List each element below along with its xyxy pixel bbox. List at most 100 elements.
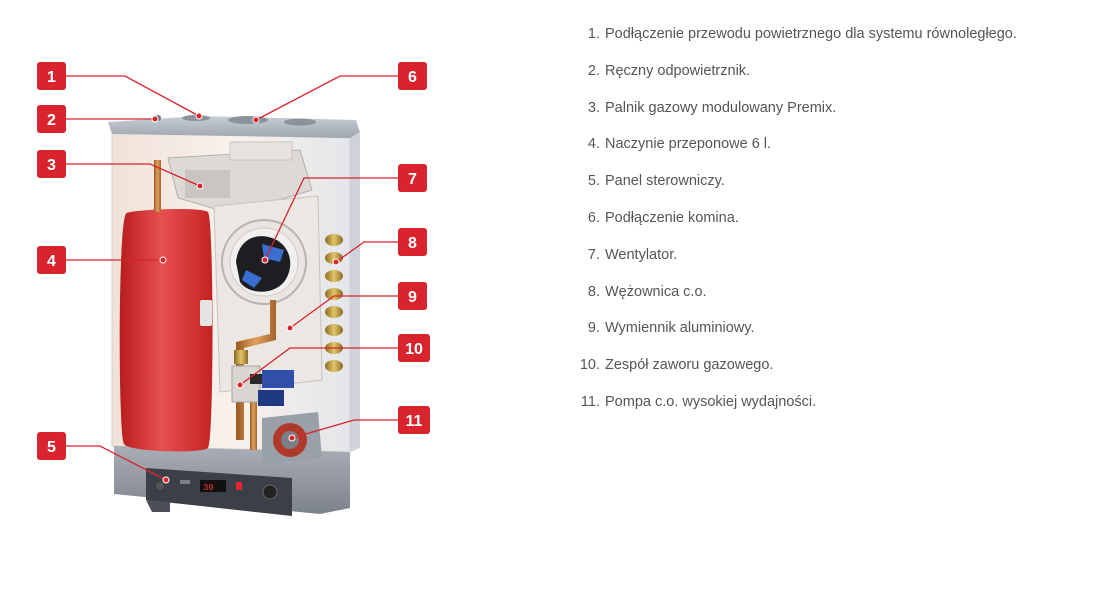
panel-button (236, 482, 242, 490)
callout-10: 10 (398, 334, 430, 362)
parts-legend: 1. Podłączenie przewodu powietrznego dla … (560, 22, 1017, 427)
legend-item-text: Pompa c.o. wysokiej wydajności. (605, 393, 817, 410)
callout-5-number: 5 (47, 439, 56, 456)
legend-item-number: 11. (580, 393, 600, 410)
leader-8 (335, 241, 398, 263)
dot-4 (159, 256, 167, 264)
legend-item-text: Wentylator. (605, 246, 678, 263)
legend-item-number: 7. (587, 246, 600, 263)
heating-coil (325, 234, 343, 372)
callout-9-number: 9 (408, 289, 417, 306)
legend-item: 3.Palnik gazowy modulowany Premix. (560, 96, 1017, 133)
dot-1 (195, 112, 203, 120)
leader-3 (66, 163, 201, 187)
dot-10 (236, 381, 244, 389)
callout-6: 6 (398, 62, 427, 90)
brass-fitting (234, 350, 248, 364)
legend-item-number: 2. (587, 62, 600, 79)
legend-item: 5. Panel sterowniczy. (560, 169, 1017, 206)
leader-1 (66, 75, 200, 117)
legend-item-text: Palnik gazowy modulowany Premix. (605, 99, 837, 116)
callout-6-number: 6 (408, 69, 417, 86)
legend-item-number: 1. (587, 26, 600, 42)
boiler-illustration: 30 (108, 115, 360, 516)
legend-item: 10. Zespół zaworu gazowego. (560, 353, 1017, 390)
callout-3-number: 3 (47, 157, 56, 174)
legend-item: 1. Podłączenie przewodu powietrznego dla … (560, 22, 1017, 59)
legend-item: 11. Pompa c.o. wysokiej wydajności. (560, 390, 1017, 427)
panel-button (180, 480, 190, 484)
callout-8-number: 8 (408, 235, 417, 252)
display-digits: 30 (203, 483, 214, 493)
legend-item: 6. Podłączenie komina. (560, 206, 1017, 243)
copper-pipe (154, 160, 161, 212)
legend-item-text: Zespół zaworu gazowego. (605, 357, 774, 374)
dot-9 (286, 324, 294, 332)
callout-2: 2 (37, 105, 66, 133)
legend-item-text: Ręczny odpowietrznik. (605, 62, 751, 79)
legend-item: 4. Naczynie przeponowe 6 l. (560, 132, 1017, 169)
callout-11: 11 (398, 406, 430, 434)
dot-8 (332, 258, 340, 266)
callout-9: 9 (398, 282, 427, 310)
legend-item: 9. Wymiennik aluminiowy. (560, 316, 1017, 353)
gas-valve-connector (250, 374, 262, 384)
port-3 (284, 118, 316, 126)
leader-9 (289, 295, 398, 329)
gas-valve-coil (262, 370, 294, 388)
dot-11 (288, 434, 296, 442)
boiler-cutaway-diagram: 30 1 (37, 62, 430, 516)
panel-foot (146, 500, 170, 512)
tank-valve (200, 300, 212, 326)
callout-1: 1 (37, 62, 66, 90)
legend-item-number: 8. (587, 283, 600, 300)
legend-item-number: 10. (579, 357, 600, 374)
callout-1-number: 1 (47, 69, 56, 86)
gas-valve-coil (258, 390, 284, 406)
leader-7 (264, 177, 398, 261)
legend-item-number: 9. (587, 320, 600, 337)
legend-item: 8. Wężownica c.o. (560, 280, 1017, 317)
legend-item-text: Naczynie przeponowe 6 l. (605, 136, 772, 153)
leader-5 (66, 445, 167, 481)
callout-7: 7 (398, 164, 427, 192)
dot-2 (151, 115, 159, 123)
legend-item: 7. Wentylator. (560, 243, 1017, 280)
callout-7-number: 7 (408, 171, 417, 188)
legend-item-text: Wężownica c.o. (605, 283, 707, 300)
leader-11 (291, 419, 398, 439)
expansion-tank (119, 208, 213, 452)
legend-item-text: Wymiennik aluminiowy. (605, 320, 755, 337)
burner-block (185, 170, 230, 198)
callout-10-number: 10 (405, 341, 423, 358)
copper-pipe (250, 388, 257, 450)
fan-blade (262, 244, 284, 262)
callout-4-number: 4 (47, 253, 56, 270)
callout-8: 8 (398, 228, 427, 256)
leader-6 (255, 75, 398, 121)
dot-3 (196, 182, 204, 190)
leader-10 (239, 347, 398, 386)
leader-lines (66, 75, 398, 484)
callout-3: 3 (37, 150, 66, 178)
callout-badges: 1 2 3 4 5 6 7 8 (37, 62, 430, 460)
top-bracket (229, 141, 293, 161)
legend-item-number: 6. (587, 209, 600, 226)
legend-item-number: 4. (587, 136, 600, 153)
dot-5 (162, 476, 170, 484)
legend-item: 2. Ręczny odpowietrznik. (560, 59, 1017, 96)
legend-item-number: 5. (587, 173, 600, 190)
legend-item-text: Podłączenie komina. (605, 209, 739, 226)
air-inlet-port (182, 115, 210, 121)
callout-2-number: 2 (47, 112, 56, 129)
control-knob (262, 484, 278, 500)
callout-5: 5 (37, 432, 66, 460)
callout-4: 4 (37, 246, 66, 274)
legend-item-text: Podłączenie przewodu powietrznego dla sy… (605, 26, 1017, 42)
dot-6 (252, 116, 260, 124)
legend-item-text: Panel sterowniczy. (605, 173, 725, 190)
fan-blade (242, 270, 262, 288)
dot-7 (261, 256, 269, 264)
boiler-side-panel (350, 132, 360, 452)
control-knob (156, 482, 164, 490)
